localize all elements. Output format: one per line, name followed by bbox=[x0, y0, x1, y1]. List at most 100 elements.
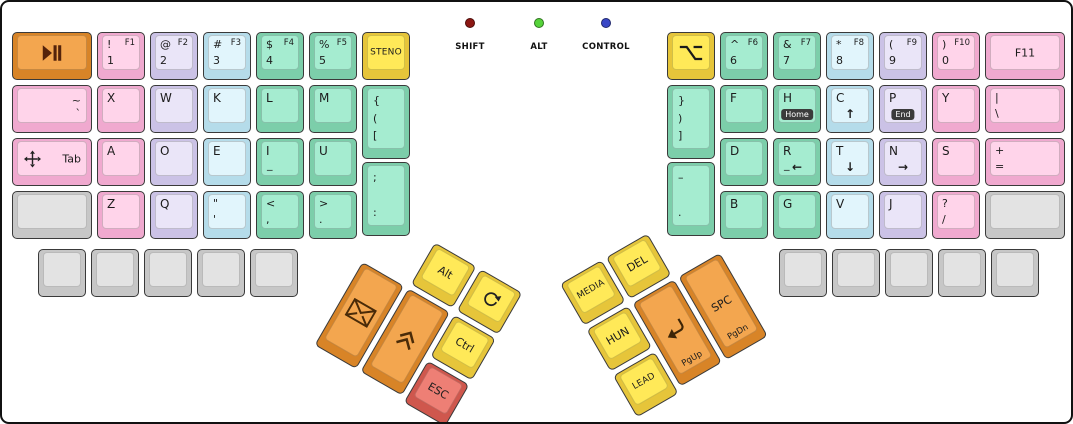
key-blank-right-wide[interactable] bbox=[985, 191, 1065, 239]
key-redo[interactable] bbox=[456, 269, 523, 335]
key-quote-legend: ' bbox=[213, 213, 217, 226]
key-grave-legend-stack: ~` bbox=[23, 94, 81, 120]
key-blank-left-4[interactable] bbox=[197, 249, 245, 297]
redo-icon bbox=[479, 286, 504, 311]
key-e-face: E bbox=[208, 141, 246, 176]
key-option[interactable] bbox=[667, 32, 715, 80]
key-u[interactable]: U bbox=[309, 138, 357, 186]
key-semicolon[interactable]: ;: bbox=[362, 162, 410, 236]
key-t-legend: ↓ bbox=[844, 160, 856, 174]
key-f[interactable]: F bbox=[720, 85, 768, 133]
key-d[interactable]: D bbox=[720, 138, 768, 186]
key-blank-right-3[interactable] bbox=[885, 249, 933, 297]
key-o-face: O bbox=[155, 141, 193, 176]
key-i[interactable]: I_ bbox=[256, 138, 304, 186]
key-hun-legend: HUN bbox=[603, 323, 632, 348]
key-blank-left-5-face bbox=[255, 252, 293, 287]
key-g[interactable]: G bbox=[773, 191, 821, 239]
key-email[interactable] bbox=[314, 261, 405, 370]
key-e[interactable]: E bbox=[203, 138, 251, 186]
key-open-brackets[interactable]: {([ bbox=[362, 85, 410, 159]
key-1-legend: ! bbox=[107, 38, 112, 51]
key-r[interactable]: R_← bbox=[773, 138, 821, 186]
key-6-legend: 6 bbox=[730, 54, 737, 67]
key-s[interactable]: S bbox=[932, 138, 980, 186]
key-tab-legend: Tab bbox=[62, 152, 81, 165]
key-7-legend: F7 bbox=[800, 38, 811, 48]
key-blank-left-3[interactable] bbox=[144, 249, 192, 297]
key-v[interactable]: V bbox=[826, 191, 874, 239]
key-quote[interactable]: "' bbox=[203, 191, 251, 239]
key-k[interactable]: K bbox=[203, 85, 251, 133]
key-q[interactable]: Q bbox=[150, 191, 198, 239]
key-blank-right-5[interactable] bbox=[991, 249, 1039, 297]
key-grave-legend: ~ bbox=[71, 94, 81, 107]
key-2-legend: @ bbox=[160, 38, 171, 51]
key-shift-thumb[interactable] bbox=[360, 288, 450, 396]
key-a[interactable]: A bbox=[97, 138, 145, 186]
key-o[interactable]: O bbox=[150, 138, 198, 186]
key-steno[interactable]: STENO bbox=[362, 32, 410, 80]
key-t-legend: T bbox=[836, 144, 844, 158]
key-w-legend: W bbox=[160, 91, 172, 105]
key-equals-face: += bbox=[990, 141, 1060, 176]
key-comma[interactable]: <, bbox=[256, 191, 304, 239]
key-period[interactable]: >. bbox=[309, 191, 357, 239]
key-w[interactable]: W bbox=[150, 85, 198, 133]
key-d-legend: D bbox=[730, 144, 740, 158]
key-f11[interactable]: F11 bbox=[985, 32, 1065, 80]
key-blank-left-5[interactable] bbox=[250, 249, 298, 297]
key-space-legend: SPC bbox=[708, 292, 734, 315]
key-steno-legend: STENO bbox=[370, 47, 402, 57]
key-t[interactable]: T↓ bbox=[826, 138, 874, 186]
key-c[interactable]: C↑ bbox=[826, 85, 874, 133]
key-x-face: X bbox=[102, 88, 140, 123]
key-slash-face: ?/ bbox=[937, 194, 975, 229]
key-blank-left-wide[interactable] bbox=[12, 191, 92, 239]
key-3-legend: 3 bbox=[213, 54, 220, 67]
key-z[interactable]: Z bbox=[97, 191, 145, 239]
key-b[interactable]: B bbox=[720, 191, 768, 239]
key-l[interactable]: L bbox=[256, 85, 304, 133]
key-hun-face: HUN bbox=[592, 310, 643, 361]
key-play-pause[interactable] bbox=[12, 32, 92, 80]
key-b-face: B bbox=[725, 194, 763, 229]
key-lead-face: LEAD bbox=[618, 356, 670, 407]
key-blank-right-4[interactable] bbox=[938, 249, 986, 297]
key-enter[interactable]: PgUp bbox=[632, 279, 722, 387]
envelope-icon bbox=[344, 297, 378, 328]
key-backslash[interactable]: |\ bbox=[985, 85, 1065, 133]
key-y[interactable]: Y bbox=[932, 85, 980, 133]
key-grave[interactable]: ~` bbox=[12, 85, 92, 133]
key-v-face: V bbox=[831, 194, 869, 229]
key-blank-right-2[interactable] bbox=[832, 249, 880, 297]
key-slash[interactable]: ?/ bbox=[932, 191, 980, 239]
key-blank-left-2[interactable] bbox=[91, 249, 139, 297]
key-equals[interactable]: += bbox=[985, 138, 1065, 186]
key-blank-right-1[interactable] bbox=[779, 249, 827, 297]
key-space-legend: PgDn bbox=[725, 322, 751, 342]
key-blank-left-1[interactable] bbox=[38, 249, 86, 297]
key-x[interactable]: X bbox=[97, 85, 145, 133]
key-dash[interactable]: –. bbox=[667, 162, 715, 236]
key-h-front-label: Home bbox=[781, 109, 813, 120]
key-m[interactable]: M bbox=[309, 85, 357, 133]
key-close-brackets[interactable]: })] bbox=[667, 85, 715, 159]
key-tab[interactable]: Tab bbox=[12, 138, 92, 186]
key-n[interactable]: N→ bbox=[879, 138, 927, 186]
key-j[interactable]: J bbox=[879, 191, 927, 239]
